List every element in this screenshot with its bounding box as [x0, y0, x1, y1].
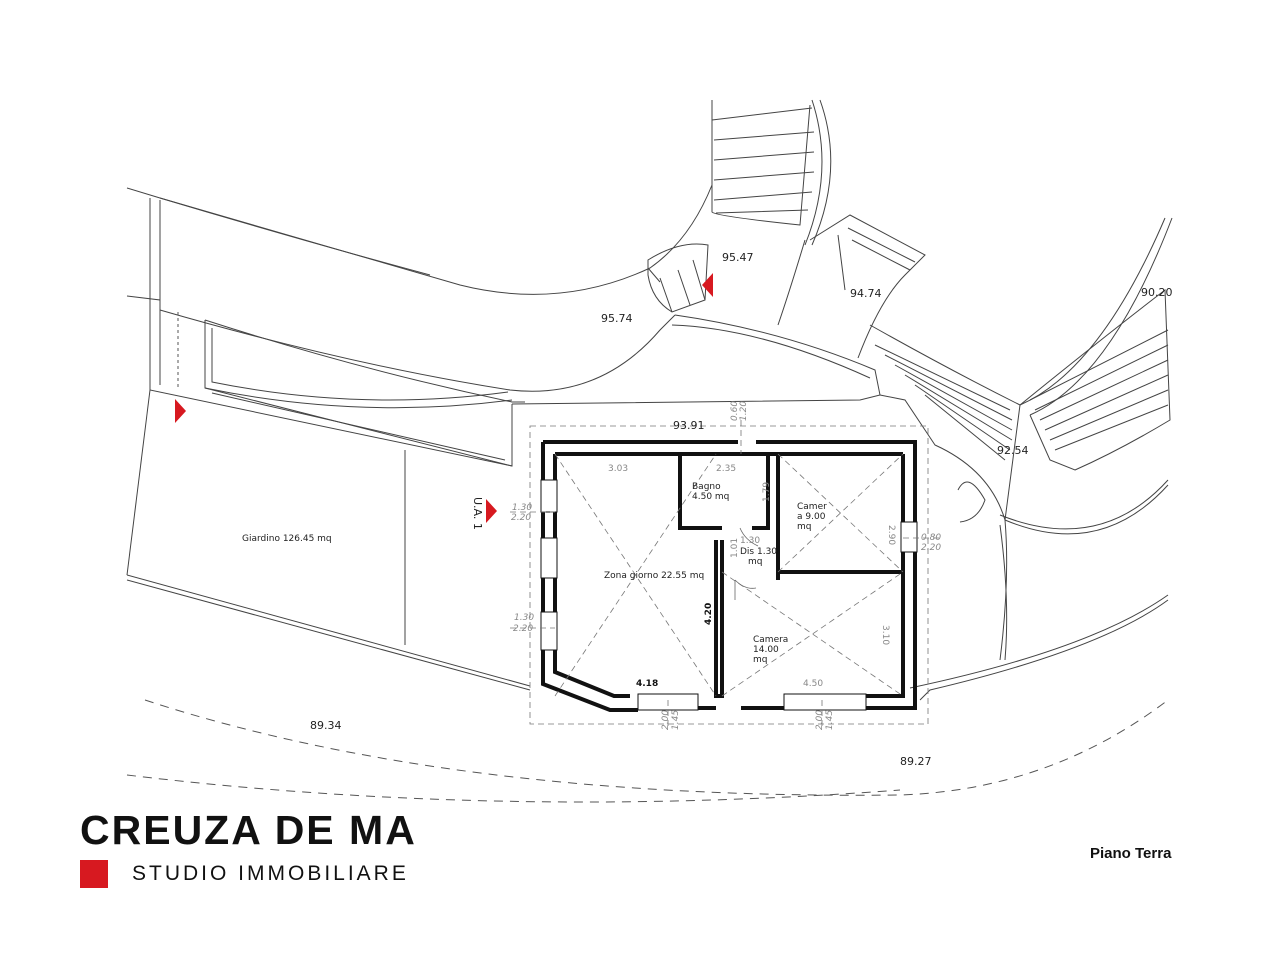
dim-window-4-width: 2.00 [661, 710, 671, 730]
room-label-dis: Dis 1.30 [740, 547, 777, 557]
dim-2-35: 2.35 [716, 464, 736, 474]
dim-1-20-top: 1.20 [739, 401, 749, 421]
room-label-giardino: Giardino 126.45 mq [242, 534, 332, 544]
room-unit-camera-2: mq [753, 655, 767, 665]
section-marker-ua1 [486, 499, 497, 523]
elevation-93-91: 93.91 [673, 419, 705, 432]
property-boundary-dashed [126, 312, 1169, 803]
room-label-bagno: Bagno [692, 482, 721, 492]
door-swings [734, 527, 759, 600]
room-label-zona-giorno: Zona giorno 22.55 mq [604, 571, 704, 581]
dim-window-3-height: 2.20 [921, 543, 941, 553]
elevation-94-74: 94.74 [850, 287, 882, 300]
dim-4-50: 4.50 [803, 679, 823, 689]
dim-window-2-width: 1.30 [514, 613, 534, 623]
dim-4-20: 4.20 [704, 603, 714, 625]
brand-red-square-icon [80, 860, 108, 888]
brand-name: CREUZA DE MA [80, 807, 417, 853]
dim-window-1-height: 2.20 [511, 513, 531, 523]
elevation-89-34: 89.34 [310, 719, 342, 732]
dim-4-18: 4.18 [636, 679, 658, 689]
house-walls [541, 440, 917, 712]
dim-0-60: 0.60 [730, 401, 740, 421]
room-unit-dis: mq [748, 557, 762, 567]
section-marker-95-47 [702, 273, 713, 297]
construction-lines [510, 420, 940, 728]
dim-window-2-height: 2.20 [513, 624, 533, 634]
room-area-camera-1: a 9.00 [797, 512, 826, 522]
elevation-90-20: 90.20 [1141, 286, 1173, 299]
elevation-95-47: 95.47 [722, 251, 754, 264]
dim-1-30: 1.30 [740, 536, 760, 546]
windows [540, 479, 918, 711]
room-label-camera-2: Camera [753, 635, 788, 645]
dim-3-10: 3.10 [880, 625, 890, 645]
elevation-95-74: 95.74 [601, 312, 633, 325]
dim-window-4-height: 1.45 [671, 710, 681, 730]
elevation-89-27: 89.27 [900, 755, 932, 768]
floor-label: Piano Terra [1090, 845, 1172, 862]
unit-label: U.A. 1 [471, 497, 484, 530]
section-markers [175, 273, 713, 523]
brand-subtitle-row: STUDIO IMMOBILIARE [80, 860, 417, 888]
room-unit-camera-1: mq [797, 522, 811, 532]
dim-window-1-width: 1.30 [512, 503, 532, 513]
terrace-outlines [126, 99, 1173, 701]
section-marker-left [175, 399, 186, 423]
brand-logo: CREUZA DE MA STUDIO IMMOBILIARE [80, 806, 417, 888]
dim-1-01: 1.01 [730, 538, 740, 558]
dim-2-90: 2.90 [886, 525, 896, 545]
dim-window-5-width: 2.00 [815, 710, 825, 730]
elevation-92-54: 92.54 [997, 444, 1029, 457]
brand-subtitle: STUDIO IMMOBILIARE [132, 862, 409, 885]
room-label-camera-1: Camer [797, 502, 827, 512]
dim-1-79: 1.79 [762, 482, 772, 502]
room-area-camera-2: 14.00 [753, 645, 779, 655]
dim-window-5-height: 1.45 [825, 710, 835, 730]
room-area-bagno: 4.50 mq [692, 492, 729, 502]
dim-window-3-width: 0.80 [921, 533, 941, 543]
dim-3-03: 3.03 [608, 464, 628, 474]
